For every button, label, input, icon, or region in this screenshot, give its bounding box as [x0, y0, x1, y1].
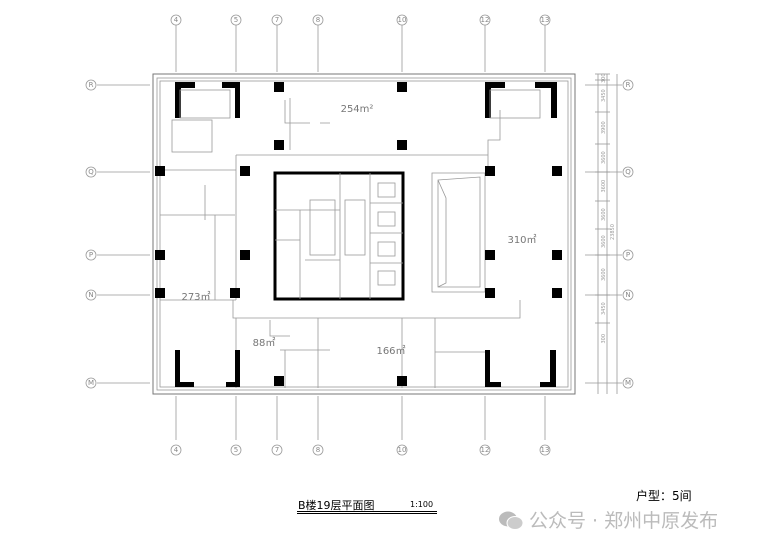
dimension-segment: 3900 [601, 121, 607, 134]
grid-label-col: 12 [481, 446, 490, 454]
grid-label-row: P [89, 251, 93, 259]
grid-bubble [539, 444, 551, 456]
grid-bubble [479, 444, 491, 456]
grid-label-row: M [625, 379, 631, 387]
grid-bubble [622, 377, 634, 389]
room-area-southwest: 88㎡ [253, 337, 276, 349]
drawing-title: B楼19层平面图 [298, 499, 375, 512]
grid-label-col: 8 [316, 16, 320, 24]
grid-label-row: M [88, 379, 94, 387]
dimension-segment: 3600 [601, 151, 607, 164]
watermark: 公众号 · 郑州中原发布 [498, 506, 718, 533]
grid-bubble [85, 166, 97, 178]
title-underline [297, 511, 437, 514]
grid-label-row: P [626, 251, 630, 259]
outer-wall [152, 73, 576, 395]
column [274, 82, 284, 92]
grid-bubble [312, 444, 324, 456]
grid-bubble [396, 444, 408, 456]
room-area-west: 273㎡ [181, 291, 210, 303]
inner-wall [156, 77, 572, 391]
grid-bubble [396, 14, 408, 26]
column [155, 288, 165, 298]
grid-bubble [312, 14, 324, 26]
column [485, 166, 495, 176]
grid-label-col: 10 [398, 446, 407, 454]
dimension-segment: 3600 [601, 268, 607, 281]
column [397, 140, 407, 150]
atrium-void [431, 172, 486, 293]
grid-bubble [170, 444, 182, 456]
dimension-segment: 300 [601, 73, 607, 83]
dimension-segment: 3450 [601, 89, 607, 102]
column [552, 288, 562, 298]
column [274, 140, 284, 150]
room-area-east: 310㎡ [507, 234, 536, 246]
dimension-segment: 3450 [601, 302, 607, 315]
structural-columns [155, 82, 562, 386]
wechat-icon [498, 510, 524, 530]
column [397, 376, 407, 386]
column [155, 166, 165, 176]
grid-bubble [85, 79, 97, 91]
grid-bubble [170, 14, 182, 26]
grid-bubble [85, 249, 97, 261]
dimension-total: 23850 [610, 224, 616, 240]
grid-label-col: 5 [234, 446, 238, 454]
grid-label-col: 7 [275, 446, 279, 454]
dimension-segment: 3600 [601, 235, 607, 248]
grid-bubble [622, 289, 634, 301]
grid-bubble [622, 166, 634, 178]
grid-bubble [622, 79, 634, 91]
grid-label-col: 13 [541, 446, 550, 454]
grid-bubble [271, 444, 283, 456]
column [240, 166, 250, 176]
grid-label-col: 10 [398, 16, 407, 24]
grid-bubble [539, 14, 551, 26]
grid-bubble [85, 289, 97, 301]
dimension-segment: 300 [601, 334, 607, 344]
column [240, 250, 250, 260]
grid-label-row: Q [625, 168, 631, 176]
grid-label-row: R [626, 81, 631, 89]
grid-label-col: 8 [316, 446, 320, 454]
grid-label-col: 4 [174, 446, 179, 454]
dimension-segment: 3600 [601, 180, 607, 193]
unit-type-label: 户型：5间 [636, 489, 692, 503]
grid-bubble [230, 444, 242, 456]
dimension-chain: 23850 300 3450 3900 3600 3600 3600 3600 3600 345… [595, 73, 618, 394]
grid-bubble [271, 14, 283, 26]
column [552, 166, 562, 176]
room-area-south: 166㎡ [376, 345, 405, 357]
room-area-north: 254m² [341, 104, 374, 115]
grid-label-row: Q [88, 168, 94, 176]
column [485, 250, 495, 260]
grid-bubble [479, 14, 491, 26]
grid-label-col: 5 [234, 16, 238, 24]
drawing-scale: 1:100 [410, 500, 434, 509]
column [552, 250, 562, 260]
grid-label-row: N [88, 291, 93, 299]
column [485, 288, 495, 298]
grid-label-col: 12 [481, 16, 490, 24]
grid-label-col: 4 [174, 16, 179, 24]
grid-label-col: 7 [275, 16, 279, 24]
column [274, 376, 284, 386]
column [230, 288, 240, 298]
grid-label-col: 13 [541, 16, 550, 24]
grid-bubble [230, 14, 242, 26]
grid-label-row: R [89, 81, 94, 89]
watermark-text: 公众号 · 郑州中原发布 [529, 510, 719, 532]
core [273, 171, 405, 301]
dimension-segment: 3600 [601, 208, 607, 221]
column [155, 250, 165, 260]
grid-bubble [622, 249, 634, 261]
column [397, 82, 407, 92]
grid-bubble [85, 377, 97, 389]
corridor-outline [232, 110, 521, 319]
grid-label-row: N [625, 291, 630, 299]
